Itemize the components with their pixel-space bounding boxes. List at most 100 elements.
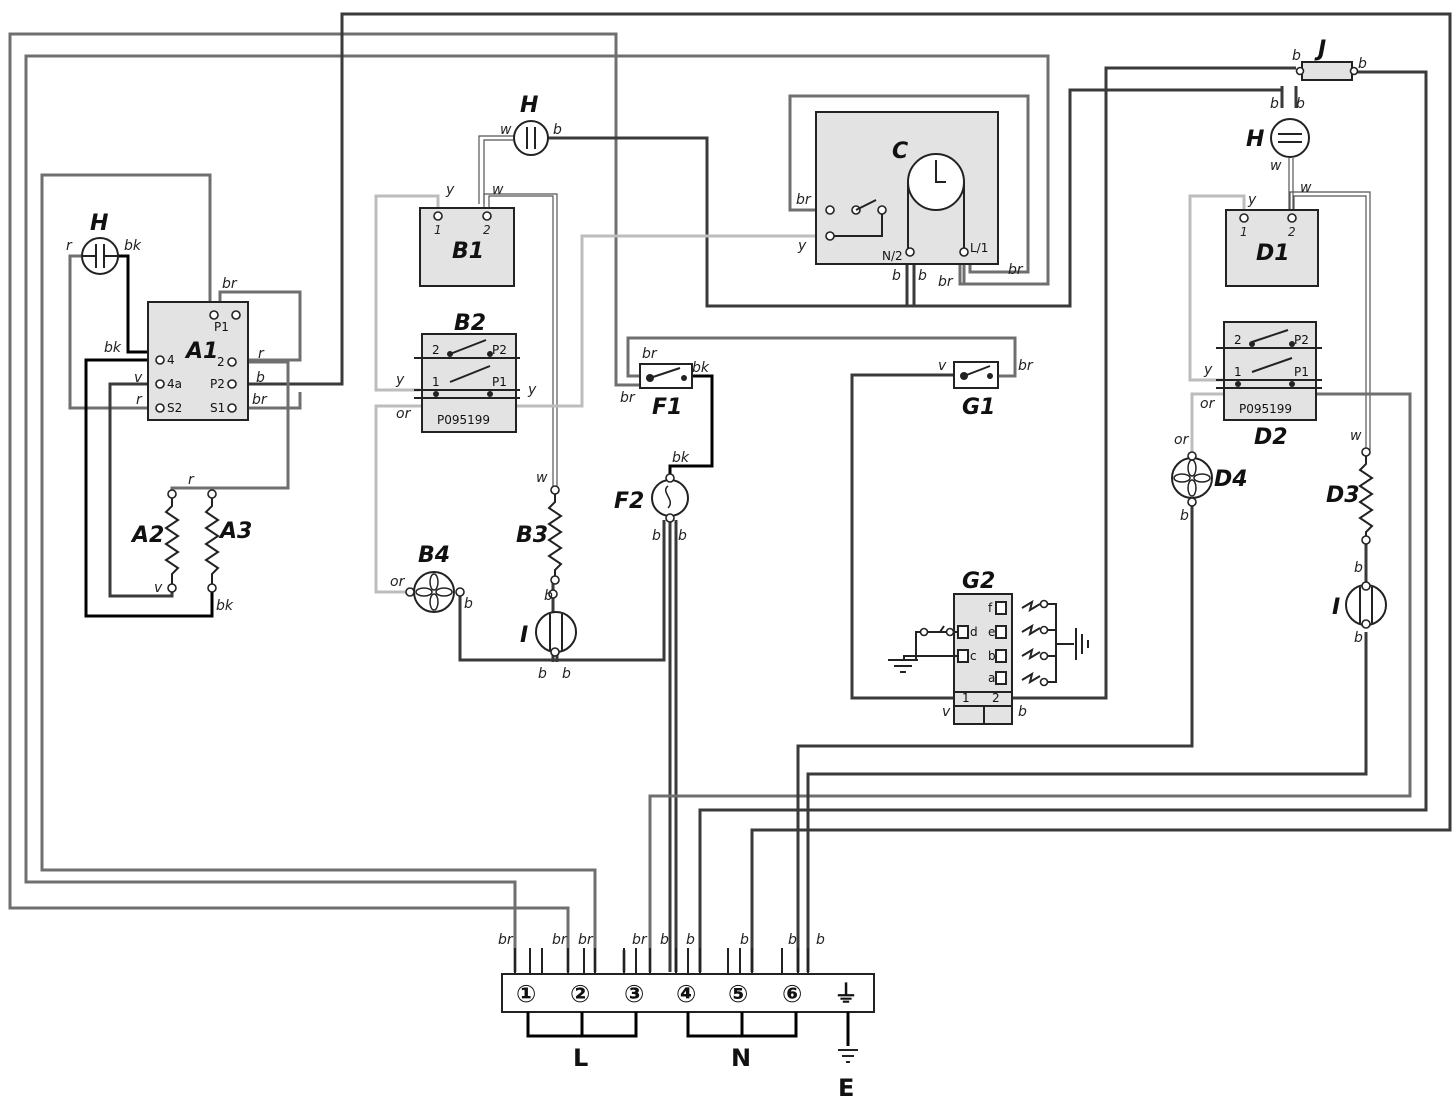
wire-i2-b [806, 632, 1368, 972]
code-br: br [642, 346, 658, 362]
code-br: br [632, 932, 648, 948]
wire-h1-bk [118, 254, 160, 354]
code-or: or [396, 406, 412, 422]
code-br: br [498, 932, 514, 948]
d2-part-number: P095199 [1239, 402, 1292, 416]
pin-d1-2: 2 [1288, 225, 1296, 239]
code-or: or [390, 574, 406, 590]
component-d2: 2 P2 1 P1 P095199 D2 [1216, 321, 1322, 450]
component-g1: G1 [953, 361, 999, 420]
code-r: r [188, 472, 195, 488]
code-w: w [1270, 158, 1282, 174]
pin-a1-2: 2 [217, 355, 225, 369]
code-b: b [1358, 56, 1367, 72]
wire-b2-y [516, 234, 820, 408]
label-h-left: H [90, 211, 108, 236]
wire-b2-or [374, 404, 426, 594]
terminal-4: ④ [676, 980, 696, 1008]
component-i-left: I [520, 589, 577, 657]
pin-g2-a: a [988, 671, 995, 685]
code-w: w [1300, 180, 1312, 196]
wire-j-h [1280, 86, 1298, 108]
component-b2: 2 P2 1 P1 P095199 B2 [414, 311, 520, 433]
wire-h1-r [68, 254, 160, 410]
component-b1: 1 2 B1 [419, 207, 515, 287]
pin-a1-p1: P1 [214, 320, 229, 334]
wire-outer-1 [8, 32, 640, 972]
label-bus-l: L [573, 1044, 588, 1072]
code-bk: bk [692, 360, 710, 376]
pin-b2-1: 1 [432, 375, 440, 389]
code-w: w [536, 470, 548, 486]
label-b2: B2 [454, 311, 486, 336]
code-v: v [942, 704, 951, 720]
component-b3: B3 [516, 485, 563, 585]
wire-d2-p1 [648, 392, 1412, 972]
wire-d1-y [1188, 194, 1246, 382]
code-b: b [1270, 96, 1279, 112]
wire-outer-3 [40, 173, 597, 972]
terminal-block: ① ② ③ ④ ⑤ ⑥ ⏚ L N E [501, 948, 875, 1101]
pin-a1-4: 4 [167, 353, 175, 367]
component-h-right: H [1246, 118, 1310, 158]
label-g1: G1 [962, 395, 995, 420]
code-br: br [552, 932, 568, 948]
pin-a1-p2: P2 [210, 377, 225, 391]
code-y: y [445, 182, 455, 198]
wire-hd-w [1288, 158, 1294, 210]
wire-a3-bk [84, 358, 214, 618]
code-b: b [788, 932, 797, 948]
label-f1: F1 [652, 395, 682, 420]
code-y: y [1203, 362, 1213, 378]
component-d4: D4 [1171, 451, 1248, 507]
label-a2: A2 [130, 523, 164, 548]
pin-g2-d: d [970, 625, 978, 639]
wire-d4-b [796, 500, 1194, 972]
wire-h2-w [478, 135, 515, 204]
code-v: v [938, 358, 947, 374]
component-f2: F2 [614, 473, 689, 523]
code-b: b [892, 268, 901, 284]
code-b: b [660, 932, 669, 948]
code-b: b [553, 122, 562, 138]
terminal-1: ① [516, 980, 536, 1008]
label-i-left: I [520, 623, 528, 648]
wire-c-n2 [905, 262, 916, 306]
code-b: b [816, 932, 825, 948]
component-f1: F1 [639, 363, 693, 420]
component-c: N/2 L/1 C [815, 111, 999, 265]
code-w: w [1350, 428, 1362, 444]
code-y: y [797, 238, 807, 254]
b2-part-number: P095199 [437, 413, 490, 427]
code-br: br [222, 276, 238, 292]
wire-b1-y [374, 194, 440, 392]
wire-f1-br [626, 336, 1017, 378]
code-b: b [678, 528, 687, 544]
label-d2: D2 [1254, 425, 1288, 450]
code-br: br [796, 192, 812, 208]
wire-top-frame [232, 12, 1452, 972]
code-b: b [1292, 48, 1301, 64]
code-br: br [252, 392, 268, 408]
code-r: r [136, 392, 143, 408]
pin-a1-s1: S1 [210, 401, 225, 415]
code-b: b [918, 268, 927, 284]
pin-g2-2: 2 [992, 691, 1000, 705]
code-br: br [1008, 262, 1024, 278]
wire-f2-b [668, 520, 678, 972]
code-y: y [527, 382, 537, 398]
component-a2-a3: A2 A3 [130, 489, 252, 593]
wires [8, 12, 1452, 972]
code-br: br [938, 274, 954, 290]
wire-labels: r bk bk v r br r b br r v bk w b y w y y… [66, 48, 1367, 948]
code-b: b [562, 666, 571, 682]
pin-d2-p2: P2 [1294, 333, 1309, 347]
code-bk: bk [216, 598, 234, 614]
pin-b2-p1: P1 [492, 375, 507, 389]
label-g2: G2 [962, 569, 995, 594]
label-d1: D1 [1256, 241, 1290, 266]
code-v: v [154, 580, 163, 596]
wire-b4-b [458, 520, 666, 662]
code-b: b [1018, 704, 1027, 720]
